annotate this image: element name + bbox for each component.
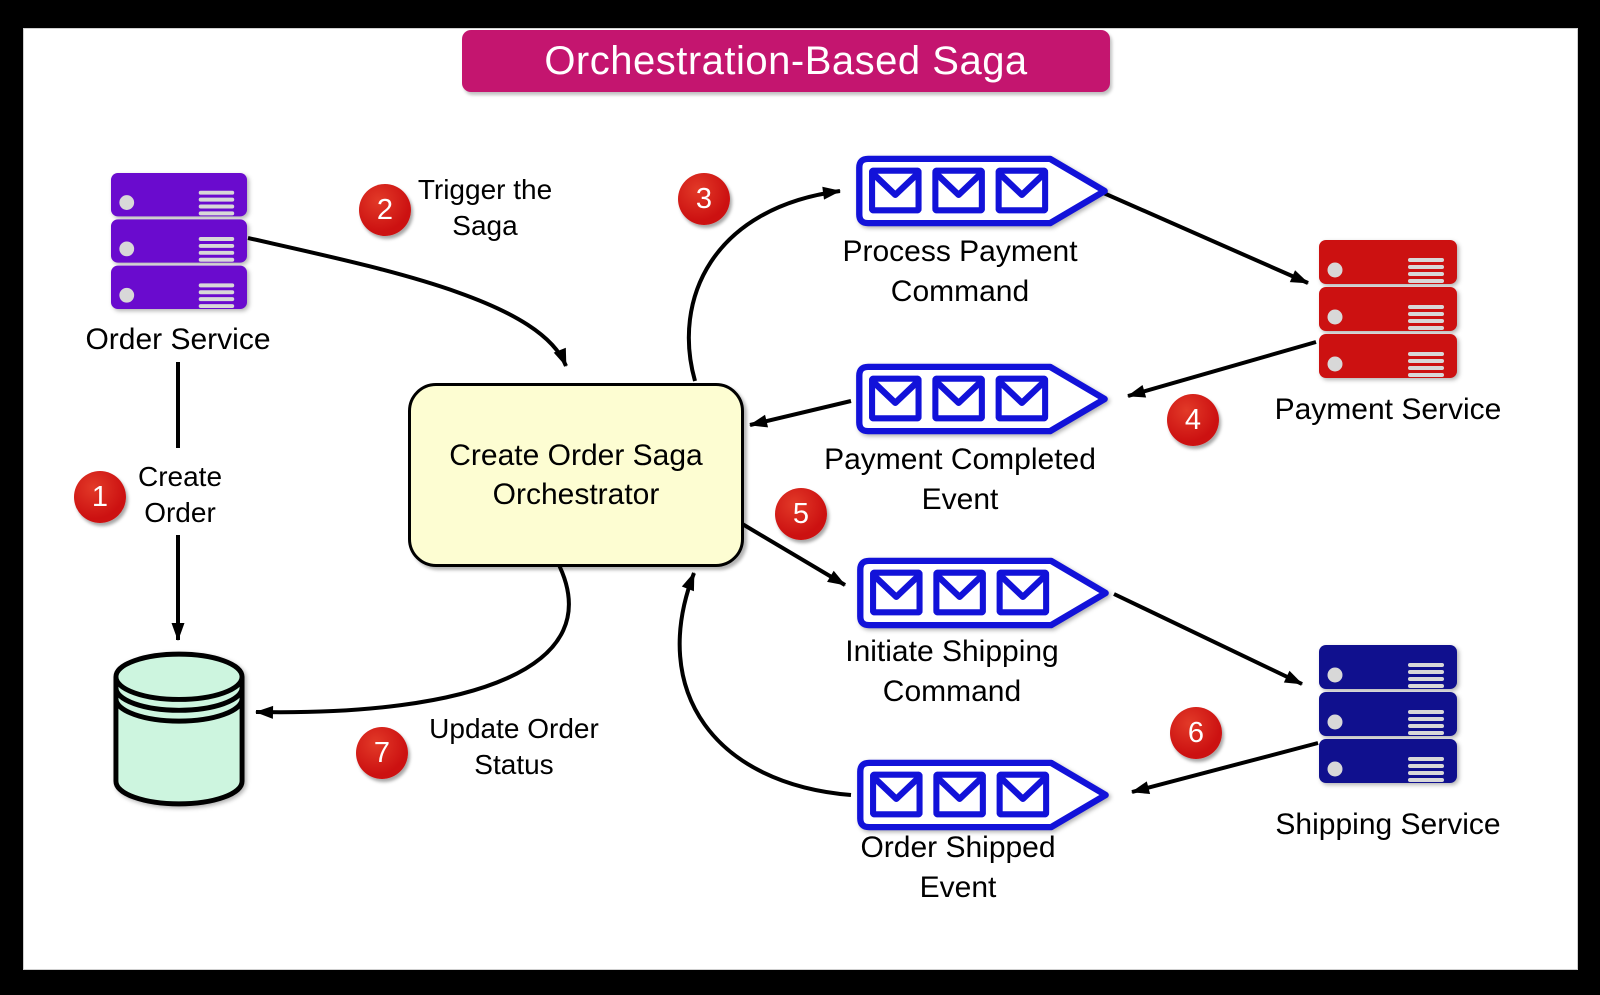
order-database-icon bbox=[112, 650, 246, 808]
annotation-line: Create bbox=[137, 461, 223, 492]
process-payment-queue-icon bbox=[851, 154, 1111, 228]
arrow-orchestrator-to-initiate-shipping bbox=[737, 520, 847, 587]
queue-label-line: Command bbox=[890, 275, 1030, 308]
annotation-line: Saga bbox=[452, 210, 518, 241]
payment-service-label: Payment Service bbox=[1274, 393, 1502, 426]
order-service-icon bbox=[110, 172, 248, 310]
step-badge-2: 2 bbox=[359, 184, 411, 236]
annotation-line: Update Order bbox=[429, 713, 599, 744]
orchestrator-label-line2: Orchestrator bbox=[492, 478, 660, 511]
arrow-payment-service-to-payment-completed bbox=[1127, 340, 1317, 398]
arrow-order-shipped-to-orchestrator bbox=[677, 572, 852, 797]
process-payment-queue-label: Process Payment Command bbox=[810, 232, 1110, 312]
arrow-shipping-service-to-order-shipped bbox=[1131, 741, 1319, 794]
orchestrator-node: Create Order Saga Orchestrator bbox=[408, 383, 744, 567]
arrow-orchestrator-to-process-payment bbox=[686, 186, 841, 382]
step-badge-7: 7 bbox=[356, 727, 408, 779]
step-badge-3: 3 bbox=[678, 173, 730, 225]
initiate-shipping-queue-label: Initiate Shipping Command bbox=[802, 632, 1102, 712]
queue-label-line: Initiate Shipping bbox=[845, 635, 1059, 668]
shipping-service-icon bbox=[1318, 645, 1458, 783]
orchestrator-label-line1: Create Order Saga bbox=[449, 439, 703, 472]
arrow-initiate-shipping-to-shipping-service bbox=[1113, 592, 1303, 686]
step-badge-6: 6 bbox=[1170, 707, 1222, 759]
queue-label-line: Command bbox=[882, 675, 1022, 708]
step-badge-1: 1 bbox=[74, 471, 126, 523]
step-badge-4: 4 bbox=[1167, 394, 1219, 446]
queue-label-line: Order Shipped bbox=[860, 831, 1056, 864]
queue-label-line: Event bbox=[921, 483, 999, 516]
annotation-line: Trigger the bbox=[417, 174, 553, 205]
queue-label-line: Payment Completed bbox=[824, 443, 1096, 476]
annotation-line: Order bbox=[144, 497, 216, 528]
create-order-annotation: Create Order bbox=[80, 459, 280, 531]
payment-completed-queue-icon bbox=[851, 362, 1111, 436]
order-service-label: Order Service bbox=[85, 323, 271, 356]
arrow-payment-completed-to-orchestrator bbox=[749, 399, 852, 428]
payment-completed-queue-label: Payment Completed Event bbox=[810, 440, 1110, 520]
order-shipped-queue-label: Order Shipped Event bbox=[808, 828, 1108, 908]
queue-label-line: Process Payment bbox=[842, 235, 1078, 268]
update-order-status-annotation: Update Order Status bbox=[404, 711, 624, 783]
arrow-update-order-status bbox=[255, 560, 571, 719]
annotation-line: Status bbox=[474, 749, 554, 780]
queue-label-line: Event bbox=[919, 871, 997, 904]
trigger-saga-annotation: Trigger the Saga bbox=[385, 172, 585, 244]
arrow-trigger-saga bbox=[247, 236, 568, 367]
arrow-process-payment-to-payment-service bbox=[1098, 189, 1309, 285]
shipping-service-label: Shipping Service bbox=[1275, 808, 1501, 841]
initiate-shipping-queue-icon bbox=[852, 556, 1112, 630]
payment-service-icon bbox=[1318, 240, 1458, 378]
order-shipped-queue-icon bbox=[852, 758, 1112, 832]
step-badge-5: 5 bbox=[775, 488, 827, 540]
diagram-title: Orchestration-Based Saga bbox=[462, 30, 1110, 92]
